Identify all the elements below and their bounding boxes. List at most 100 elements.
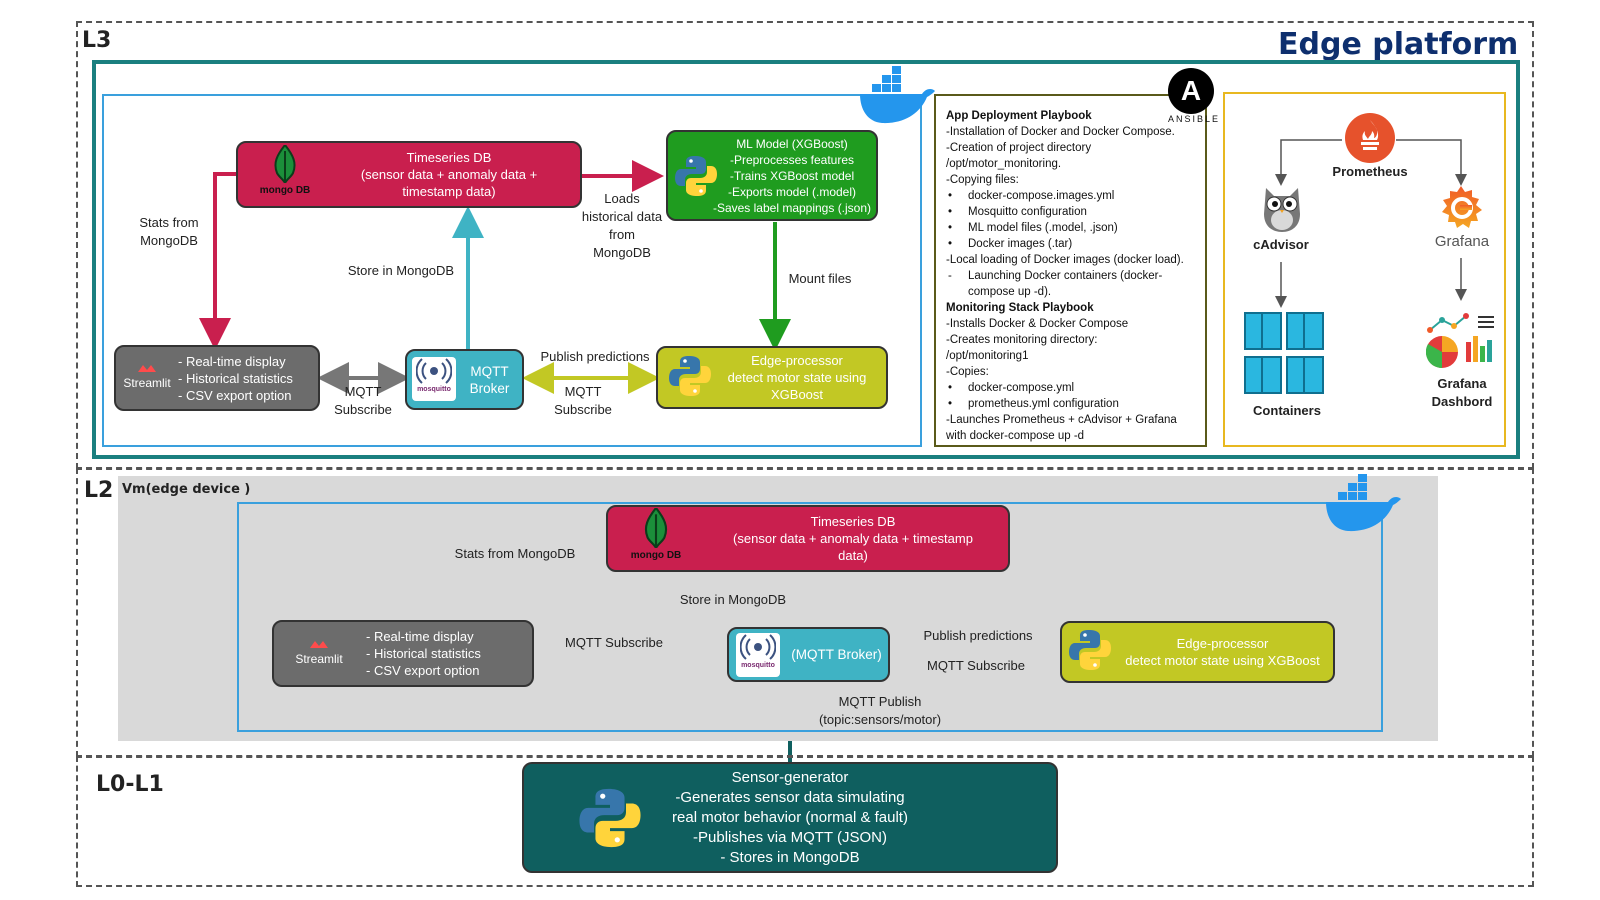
prometheus-label: Prometheus: [1332, 164, 1408, 179]
sensor-generator-box: Sensor-generator -Generates sensor data …: [522, 762, 1058, 873]
monitoring-stack-panel: [1223, 92, 1506, 447]
l3-label-store-in-mongo: Store in MongoDB: [347, 263, 455, 278]
grafana-dashboard-icon: [1425, 312, 1496, 373]
l3-docker-area: [102, 94, 922, 447]
mongodb-logo-text: mongo DB: [259, 185, 311, 196]
prometheus-logo: [1344, 112, 1396, 169]
dashboard-chart-icon: [1425, 313, 1494, 369]
mon-line-3: /opt/monitoring1: [946, 350, 1029, 362]
app-line-3: /opt/motor_monitoring.: [946, 158, 1062, 170]
monitoring-playbook-heading: Monitoring Stack Playbook: [946, 302, 1094, 314]
l2-docker-area: [237, 502, 1383, 732]
streamlit-icon: [310, 641, 328, 648]
l3-mqtt-broker-text: MQTT Broker: [469, 363, 510, 396]
level-l0l1-label: L0-L1: [96, 772, 164, 797]
grafana-icon: [1442, 186, 1482, 228]
mon-line-2: -Creates monitoring directory:: [946, 334, 1098, 346]
python-icon: [1069, 630, 1111, 670]
ansible-playbook-panel: App Deployment Playbook -Installation of…: [934, 94, 1207, 447]
app-line-2: -Creation of project directory: [946, 142, 1092, 154]
ml-model-box: ML Model (XGBoost) -Preprocesses feature…: [666, 130, 878, 221]
app-bullet-2: Mosquitto configuration: [946, 204, 1197, 220]
python-logo-ml: [674, 154, 718, 203]
l2-mosquitto-logo: mosquitto: [736, 633, 780, 677]
l3-streamlit-logo: Streamlit: [118, 360, 176, 390]
cadvisor-label: cAdvisor: [1253, 237, 1309, 252]
app-line-1: -Installation of Docker and Docker Compo…: [946, 126, 1175, 138]
streamlit-icon: [138, 365, 156, 372]
mon-line-4: -Copies:: [946, 366, 989, 378]
edge-platform-frame: [92, 60, 1520, 459]
app-bullet-1: docker-compose.images.yml: [946, 188, 1197, 204]
python-logo-edge-l2: [1068, 628, 1112, 677]
mon-last-line: -Launches Prometheus + cAdvisor + Grafan…: [946, 414, 1177, 442]
l2-label-publish-predictions: Publish predictions: [923, 628, 1033, 643]
cadvisor-logo: [1260, 184, 1304, 239]
l3-label-mqtt-subscribe-left: MQTT Subscribe: [334, 384, 392, 417]
python-logo-sensor: [578, 786, 642, 855]
l3-label-mount-files: Mount files: [788, 271, 852, 286]
mon-bullet-2: prometheus.yml configuration: [946, 396, 1197, 412]
edge-platform-title: Edge platform: [1278, 27, 1519, 62]
sensor-generator-text: Sensor-generator -Generates sensor data …: [672, 768, 908, 866]
arrow-prometheus-to-grafana: [1396, 139, 1467, 186]
app-playbook-heading: App Deployment Playbook: [946, 110, 1092, 122]
containers-label: Containers: [1253, 403, 1321, 418]
ansible-logo: A: [1168, 68, 1214, 114]
l2-streamlit-logo: Streamlit: [284, 636, 354, 666]
l3-streamlit-box: - Real-time display - Historical statist…: [114, 345, 320, 411]
l2-edge-processor-text: Edge-processor detect motor state using …: [1125, 636, 1320, 668]
l3-edge-processor-text: Edge-processor detect motor state using …: [727, 353, 867, 402]
mongodb-leaf-icon: [644, 506, 668, 551]
docker-whale-icon: [860, 66, 935, 124]
mon-bullet-1: docker-compose.yml: [946, 380, 1197, 396]
l2-timeseries-db-text: Timeseries DB (sensor data + anomaly dat…: [733, 514, 973, 563]
l2-label-mqtt-subscribe-left: MQTT Subscribe: [564, 635, 663, 650]
docker-whale-icon-l2: [1326, 474, 1401, 532]
l2-label-store-in-mongo: Store in MongoDB: [679, 592, 787, 607]
ansible-logo-letter: A: [1180, 75, 1202, 106]
grafana-logo-text: Grafana: [1434, 233, 1490, 250]
l2-mosquitto-text: mosquitto: [741, 662, 775, 669]
mongodb-leaf-icon: [274, 143, 296, 186]
prometheus-icon: [1345, 113, 1395, 163]
ml-model-text: ML Model (XGBoost) -Preprocesses feature…: [712, 136, 872, 215]
l2-streamlit-logo-text: Streamlit: [295, 652, 343, 666]
l2-mongodb-logo: mongo DB: [626, 506, 686, 570]
mongodb-logo: mongo DB: [256, 143, 314, 205]
python-icon: [675, 156, 717, 196]
containers-icon: [1244, 312, 1326, 398]
l3-timeseries-db-text: Timeseries DB (sensor data + anomaly dat…: [360, 150, 538, 199]
python-logo-edge-l3: [668, 354, 712, 403]
l3-label-stats-from-mongo: Stats from MongoDB: [139, 215, 199, 248]
l3-timeseries-db: Timeseries DB (sensor data + anomaly dat…: [236, 141, 582, 208]
app-bullet-4: Docker images (.tar): [946, 236, 1197, 252]
l3-label-publish-predictions: Publish predictions: [540, 349, 650, 364]
l3-streamlit-items: - Real-time display - Historical statist…: [178, 353, 293, 403]
app-bullet-3: ML model files (.model, .json): [946, 220, 1197, 236]
l3-mosquitto-logo: mosquitto: [412, 357, 456, 401]
arrow-prometheus-to-cadvisor: [1275, 139, 1342, 186]
app-line-after: -Local loading of Docker images (docker …: [946, 254, 1184, 266]
l3-label-loads-historical: Loads historical data from MongoDB: [581, 191, 663, 260]
l2-streamlit-items: - Real-time display - Historical statist…: [366, 629, 481, 678]
vm-edge-device-label: Vm(edge device ): [122, 482, 251, 497]
app-dash-item: Launching Docker containers (docker-comp…: [946, 268, 1197, 300]
l3-label-mqtt-subscribe-right: MQTT Subscribe: [554, 384, 612, 417]
level-l3-label: L3: [82, 28, 112, 53]
app-line-4: -Copying files:: [946, 174, 1019, 186]
mon-line-1: -Installs Docker & Docker Compose: [946, 318, 1129, 330]
mosquitto-icon: [739, 634, 777, 660]
l3-edge-processor-box: Edge-processor detect motor state using …: [656, 346, 888, 409]
python-icon: [669, 356, 711, 396]
l2-label-mqtt-subscribe-right: MQTT Subscribe: [926, 658, 1025, 673]
l2-label-mqtt-publish: MQTT Publish (topic:sensors/motor): [818, 694, 942, 727]
ansible-logo-text: ANSIBLE: [1168, 114, 1221, 124]
mosquitto-icon: [415, 358, 453, 384]
level-l0l1-frame: [76, 756, 1534, 887]
l2-streamlit-box: - Real-time display - Historical statist…: [272, 620, 534, 687]
cadvisor-owl-icon: [1264, 188, 1300, 232]
grafana-dashboard-label: Grafana Dashbord: [1431, 376, 1493, 409]
l2-mqtt-broker-text: (MQTT Broker): [791, 647, 882, 662]
l3-streamlit-logo-text: Streamlit: [123, 376, 171, 390]
